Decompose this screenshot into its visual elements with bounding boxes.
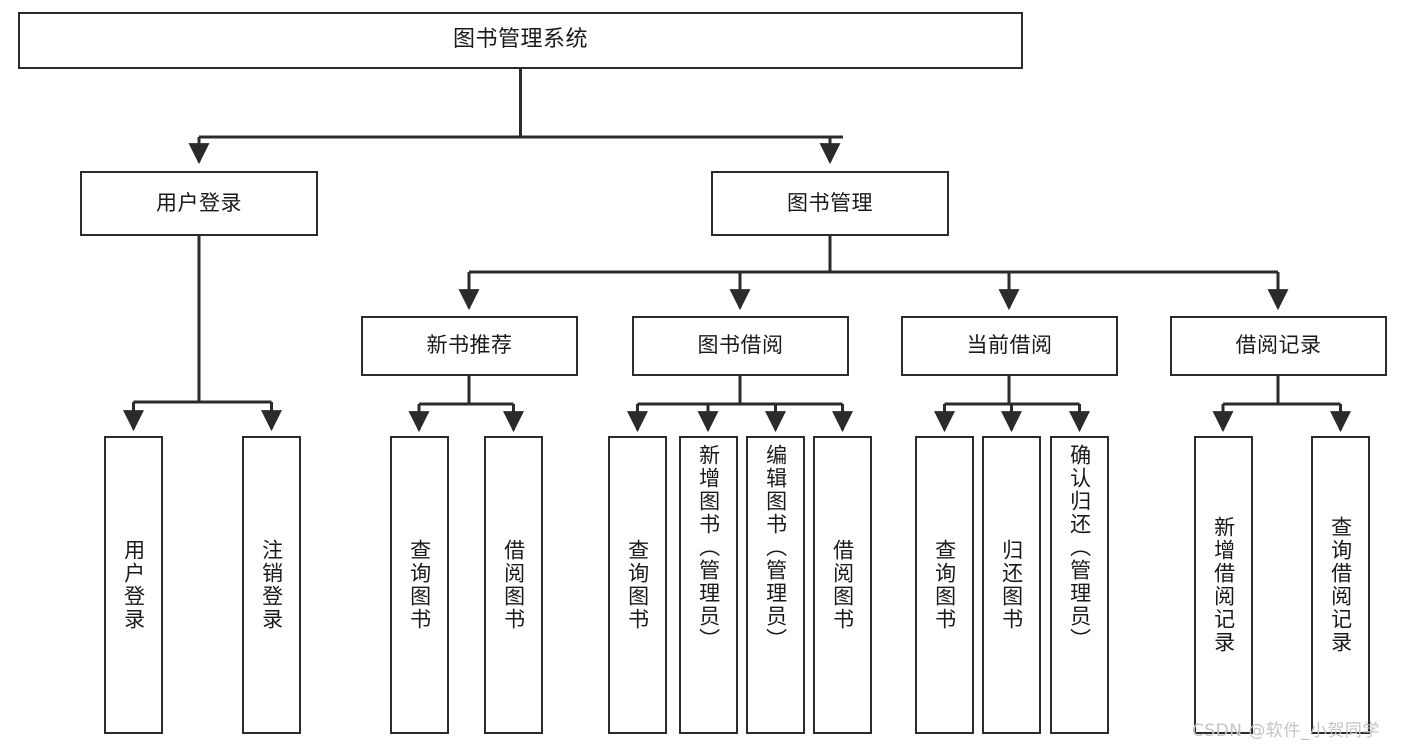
node-root-system[interactable]: 图书管理系统 bbox=[18, 12, 1023, 69]
node-label: 确认归还（管理员） bbox=[1067, 444, 1092, 651]
leaf-user-login[interactable]: 用户登录 bbox=[104, 436, 163, 734]
node-label: 图书借阅 bbox=[697, 333, 784, 358]
node-label: 新增借阅记录 bbox=[1211, 516, 1236, 654]
leaf-edit-book-admin[interactable]: 编辑图书（管理员） bbox=[746, 436, 805, 734]
node-label: 注销登录 bbox=[259, 539, 284, 631]
node-label: 借阅图书 bbox=[830, 539, 855, 631]
node-label: 用户登录 bbox=[156, 190, 242, 215]
leaf-return-book[interactable]: 归还图书 bbox=[982, 436, 1041, 734]
leaf-logout[interactable]: 注销登录 bbox=[242, 436, 301, 734]
node-label: 用户登录 bbox=[121, 539, 146, 631]
node-label: 编辑图书（管理员） bbox=[763, 444, 788, 651]
leaf-borrow-book-newbook[interactable]: 借阅图书 bbox=[484, 436, 543, 734]
node-book-management[interactable]: 图书管理 bbox=[711, 171, 949, 236]
leaf-borrow-book[interactable]: 借阅图书 bbox=[813, 436, 872, 734]
node-label: 图书管理 bbox=[787, 190, 873, 215]
node-label: 查询图书 bbox=[625, 539, 650, 631]
node-user-login[interactable]: 用户登录 bbox=[80, 171, 318, 236]
leaf-query-book-current[interactable]: 查询图书 bbox=[915, 436, 974, 734]
leaf-add-borrow-record[interactable]: 新增借阅记录 bbox=[1194, 436, 1253, 734]
leaf-add-book-admin[interactable]: 新增图书（管理员） bbox=[679, 436, 738, 734]
node-label: 图书管理系统 bbox=[452, 27, 588, 53]
leaf-query-book-borrow[interactable]: 查询图书 bbox=[608, 436, 667, 734]
node-label: 借阅图书 bbox=[501, 539, 526, 631]
node-label: 当前借阅 bbox=[966, 333, 1053, 358]
node-label: 借阅记录 bbox=[1235, 333, 1322, 358]
node-label: 查询图书 bbox=[932, 539, 957, 631]
leaf-query-book-newbook[interactable]: 查询图书 bbox=[390, 436, 449, 734]
node-label: 归还图书 bbox=[999, 539, 1024, 631]
leaf-query-borrow-record[interactable]: 查询借阅记录 bbox=[1311, 436, 1370, 734]
node-book-borrow[interactable]: 图书借阅 bbox=[632, 316, 849, 376]
node-borrow-record[interactable]: 借阅记录 bbox=[1170, 316, 1387, 376]
node-label: 查询借阅记录 bbox=[1328, 516, 1353, 654]
node-label: 新书推荐 bbox=[426, 333, 513, 358]
node-label: 新增图书（管理员） bbox=[696, 444, 721, 651]
node-new-book-recommend[interactable]: 新书推荐 bbox=[361, 316, 578, 376]
node-label: 查询图书 bbox=[407, 539, 432, 631]
leaf-confirm-return-admin[interactable]: 确认归还（管理员） bbox=[1050, 436, 1109, 734]
node-current-borrow[interactable]: 当前借阅 bbox=[901, 316, 1118, 376]
